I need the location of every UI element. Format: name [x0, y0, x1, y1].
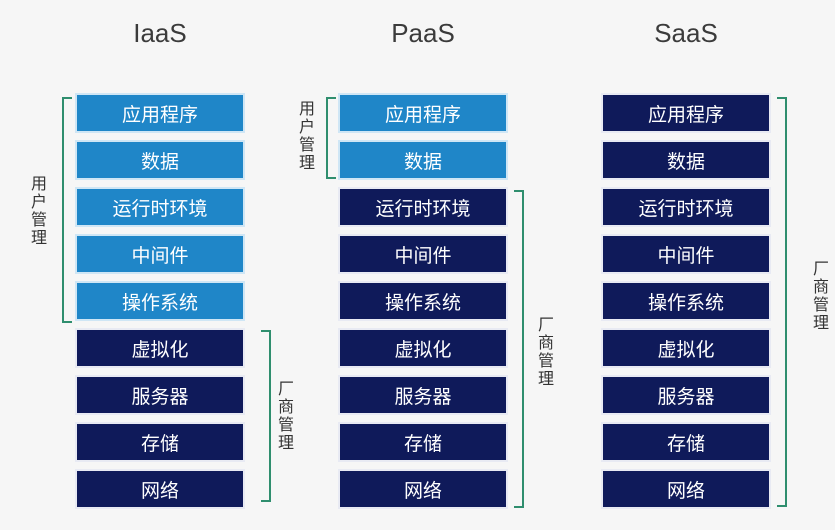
paas-user-managed-label: 用户管理	[298, 99, 315, 172]
paas-layer-middleware: 中间件	[338, 234, 508, 274]
paas-layer-runtime: 运行时环境	[338, 187, 508, 227]
saas-layer-servers: 服务器	[601, 375, 771, 415]
iaas-layer-data: 数据	[75, 140, 245, 180]
iaas-layer-storage: 存储	[75, 422, 245, 462]
paas-layer-os: 操作系统	[338, 281, 508, 321]
iaas-layer-applications: 应用程序	[75, 93, 245, 133]
paas-vendor-managed-label: 厂商管理	[537, 315, 554, 388]
iaas-vendor-bracket	[261, 330, 271, 502]
saas-vendor-managed-label: 厂商管理	[812, 259, 829, 332]
saas-layer-virtualization: 虚拟化	[601, 328, 771, 368]
saas-layer-middleware: 中间件	[601, 234, 771, 274]
iaas-layer-middleware: 中间件	[75, 234, 245, 274]
saas-layer-runtime: 运行时环境	[601, 187, 771, 227]
paas-layer-servers: 服务器	[338, 375, 508, 415]
paas-layer-data: 数据	[338, 140, 508, 180]
paas-layer-network: 网络	[338, 469, 508, 509]
paas-layer-storage: 存储	[338, 422, 508, 462]
saas-layer-network: 网络	[601, 469, 771, 509]
saas-layer-storage: 存储	[601, 422, 771, 462]
saas-layer-applications: 应用程序	[601, 93, 771, 133]
column-title-iaas: IaaS	[133, 18, 187, 48]
column-title-saas: SaaS	[654, 18, 718, 48]
iaas-vendor-managed-label: 厂商管理	[277, 379, 294, 452]
iaas-layer-runtime: 运行时环境	[75, 187, 245, 227]
saas-vendor-bracket	[777, 97, 787, 507]
paas-layer-virtualization: 虚拟化	[338, 328, 508, 368]
paas-vendor-bracket	[514, 190, 524, 508]
iaas-user-managed-label: 用户管理	[30, 174, 47, 247]
iaas-user-bracket	[62, 97, 72, 323]
iaas-layer-servers: 服务器	[75, 375, 245, 415]
saas-layer-os: 操作系统	[601, 281, 771, 321]
iaas-layer-os: 操作系统	[75, 281, 245, 321]
paas-user-bracket	[326, 97, 336, 179]
column-title-paas: PaaS	[391, 18, 455, 48]
paas-layer-applications: 应用程序	[338, 93, 508, 133]
iaas-layer-network: 网络	[75, 469, 245, 509]
saas-layer-data: 数据	[601, 140, 771, 180]
iaas-layer-virtualization: 虚拟化	[75, 328, 245, 368]
